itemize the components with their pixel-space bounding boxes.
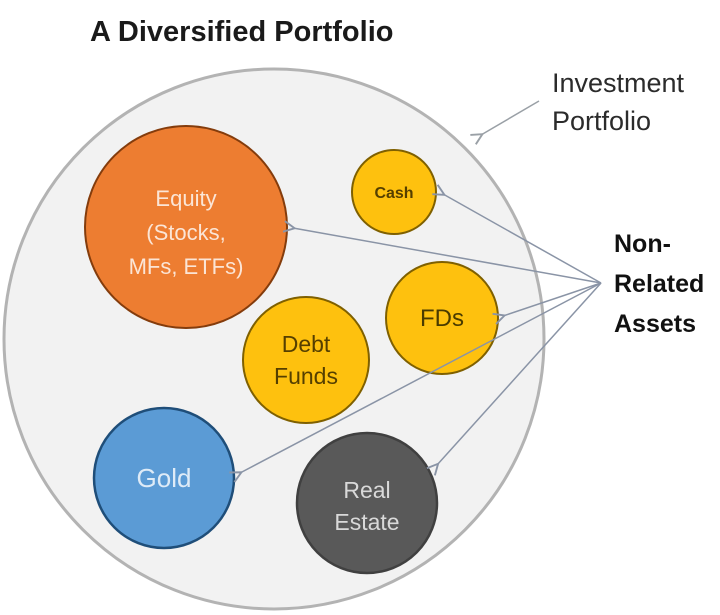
non-related-assets-label-line1: Non- [614, 230, 671, 258]
investment-portfolio-pointer-arrow [481, 100, 540, 135]
arrow-to-gold [240, 282, 602, 473]
debt-funds-circle [242, 296, 370, 424]
investment-portfolio-label-line2: Portfolio [552, 106, 651, 136]
arrow-to-equity [293, 228, 602, 284]
equity-label-line1: Equity [155, 186, 216, 211]
equity-label-line3: MFs, ETFs) [129, 254, 244, 279]
page-title: A Diversified Portfolio [90, 16, 393, 48]
real-estate-label-line2: Estate [334, 509, 399, 535]
arrow-to-cash [443, 194, 602, 284]
non-related-assets-label-line2: Related [614, 270, 704, 298]
cash-label: Cash [374, 185, 413, 202]
non-related-assets-label-line3: Assets [614, 310, 696, 338]
equity-label-line2: (Stocks, [146, 220, 225, 245]
arrow-to-fds [503, 282, 602, 316]
debt-funds-label-line2: Funds [274, 363, 338, 389]
gold-label: Gold [137, 463, 192, 493]
debt-funds-label-line1: Debt [282, 331, 331, 357]
investment-portfolio-label-line1: Investment [552, 68, 685, 98]
fds-label: FDs [420, 305, 464, 332]
real-estate-label-line1: Real [343, 477, 390, 503]
real-estate-circle [295, 431, 439, 575]
arrow-to-real-estate [437, 282, 602, 465]
